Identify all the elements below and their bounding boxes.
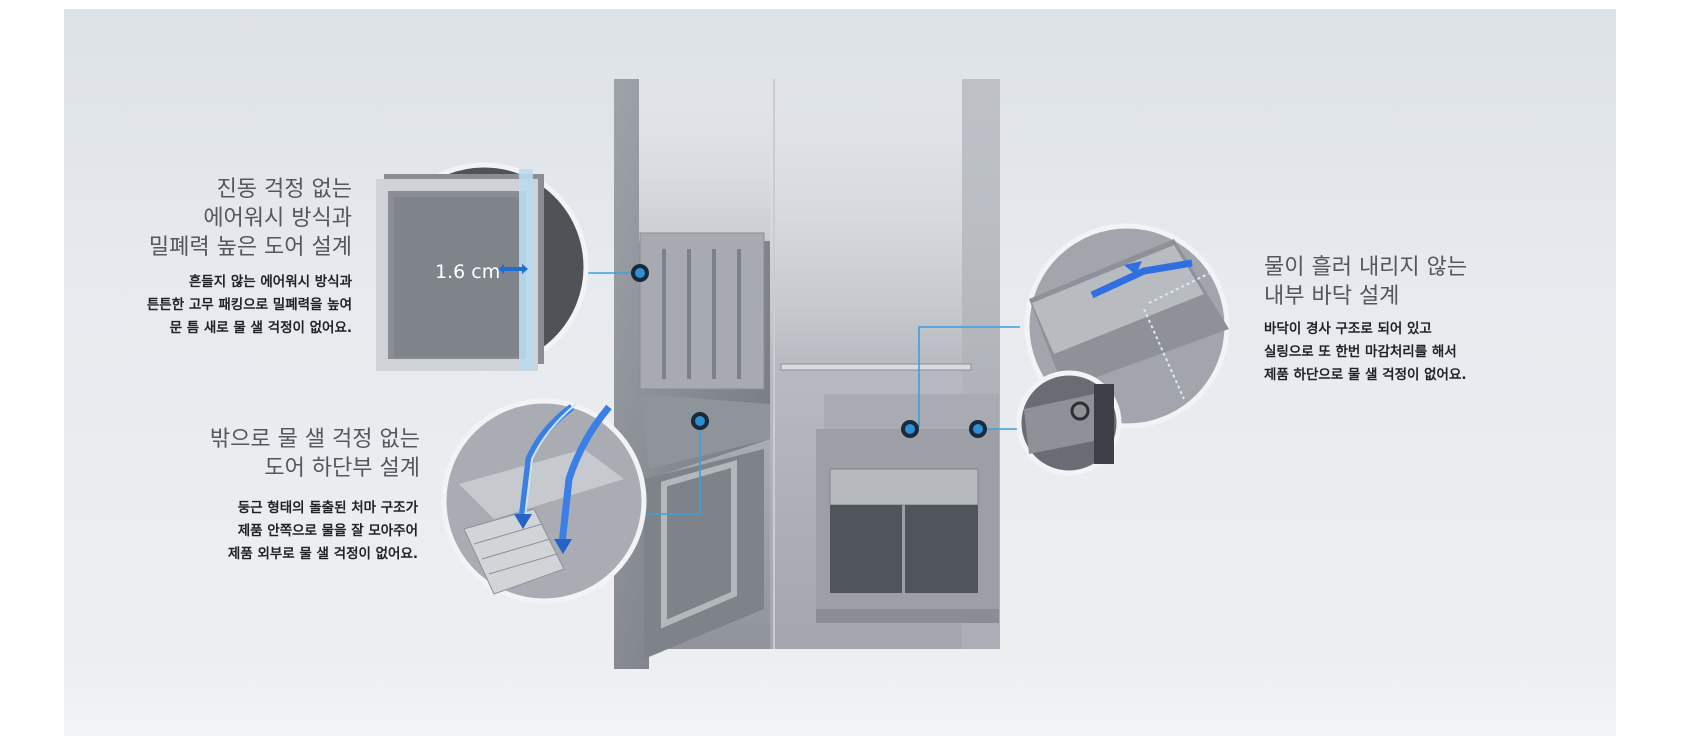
door-seal-description: 흔들지 않는 에어워시 방식과 튼튼한 고무 패킹으로 밀폐력을 높여 문 틈 … (146, 274, 352, 336)
marker-door-seal (631, 264, 649, 282)
zoom-door-bottom (441, 398, 647, 604)
zoom-floor-edge (1016, 370, 1122, 476)
marker-floor-center (901, 420, 919, 438)
door-seal-title: 진동 걱정 없는 에어워시 방식과 밀폐력 높은 도어 설계 (148, 177, 352, 260)
measurement-label: 1.6 cm (435, 261, 501, 283)
zoom-door-seal (376, 162, 589, 372)
product-feature-illustration: 1.6 cm 진동 걱정 없는 에어워시 방식과 밀폐력 높은 도어 설계 흔들… (64, 9, 1616, 736)
marker-door-bottom (691, 412, 709, 430)
door-bottom-title: 밖으로 물 샐 걱정 없는 도어 하단부 설계 (209, 427, 420, 481)
floor-description: 바닥이 경사 구조로 되어 있고 실링으로 또 한번 마감처리를 해서 제품 하… (1264, 321, 1467, 383)
product-illustration (64, 79, 1616, 736)
door-bottom-description: 둥근 형태의 돌출된 처마 구조가 제품 안쪽으로 물을 잘 모아주어 제품 외… (227, 500, 418, 562)
marker-floor-edge (969, 420, 987, 438)
floor-title: 물이 흘러 내리지 않는 내부 바닥 설계 (1264, 255, 1468, 309)
